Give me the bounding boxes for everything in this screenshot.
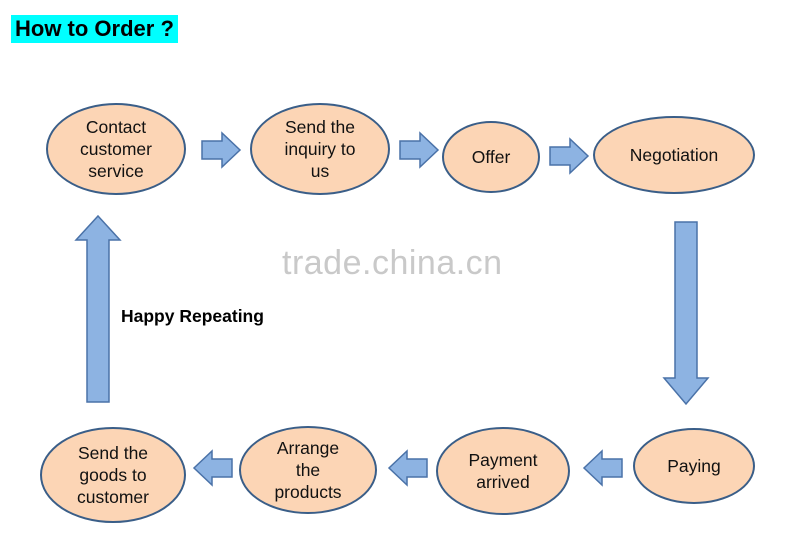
arrow-left-icon — [192, 449, 233, 487]
step-paying: Paying — [633, 428, 755, 504]
arrow-right-icon — [549, 137, 590, 175]
happy-repeating-label: Happy Repeating — [121, 306, 264, 326]
page-title: How to Order ? — [11, 15, 178, 43]
step-payment-arrived: Payment arrived — [436, 427, 570, 515]
arrow-right-icon — [399, 131, 440, 169]
arrow-left-icon — [582, 449, 623, 487]
step-arrange-products: Arrange the products — [239, 426, 377, 514]
arrow-up-icon — [74, 214, 122, 403]
arrow-right-icon — [201, 131, 242, 169]
step-offer: Offer — [442, 121, 540, 193]
step-send-inquiry: Send the inquiry to us — [250, 103, 390, 195]
arrow-down-icon — [662, 221, 710, 406]
watermark: trade.china.cn — [282, 244, 503, 282]
step-negotiation: Negotiation — [593, 116, 755, 194]
step-send-goods: Send the goods to customer — [40, 427, 186, 523]
step-contact-customer-service: Contact customer service — [46, 103, 186, 195]
arrow-left-icon — [387, 449, 428, 487]
